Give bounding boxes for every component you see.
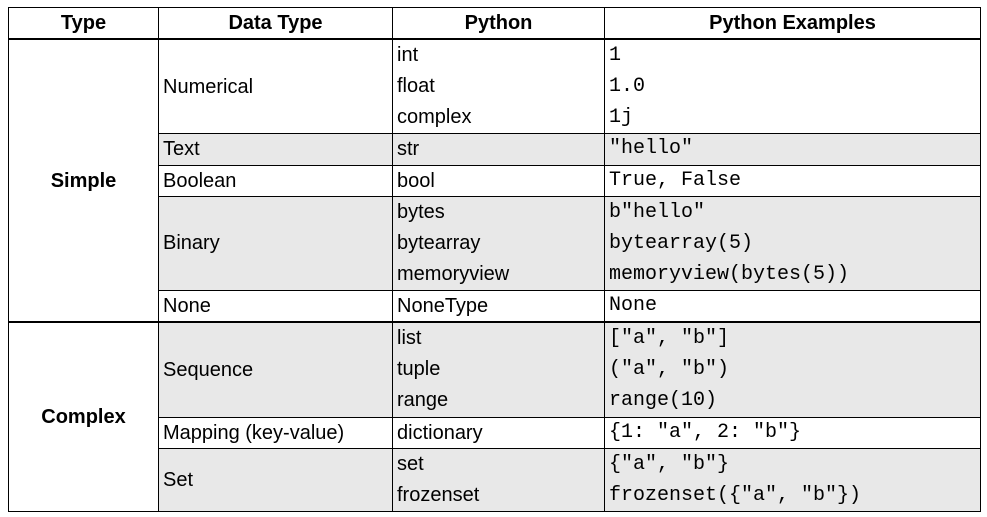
python-type-name: bytearray (397, 231, 481, 254)
python-type-name: tuple (397, 358, 441, 381)
python-type-name: float (397, 75, 435, 97)
table-row: Binary bytes bytearray memoryview b"hell… (9, 195, 981, 292)
data-type-cell: Binary (158, 195, 393, 292)
example-cell: ["a", "b"] ("a", "b") range(10) (604, 321, 981, 418)
data-type-cell: Numerical (158, 38, 393, 135)
table-row: Set set frozenset {"a", "b"} frozenset({… (9, 447, 981, 513)
python-cell: set frozenset (392, 447, 605, 513)
example-cell: {1: "a", 2: "b"} (604, 416, 981, 449)
example-code: frozenset({"a", "b"}) (609, 483, 862, 507)
python-cell: str (392, 133, 605, 166)
header-data-type: Data Type (158, 7, 393, 40)
python-type-name: complex (397, 106, 472, 128)
python-cell: NoneType (392, 290, 605, 323)
python-type-name: set (397, 452, 424, 475)
example-code: b"hello" (609, 200, 706, 224)
python-cell: int float complex (392, 38, 605, 135)
table-row: Boolean bool True, False (9, 164, 981, 197)
table-body: Simple Numerical int float complex 1 1.0… (8, 38, 981, 513)
example-code: range(10) (609, 389, 718, 413)
header-row: Type Data Type Python Python Examples (8, 7, 981, 40)
example-cell: True, False (604, 164, 981, 197)
example-code: memoryview(bytes(5)) (609, 262, 850, 286)
type-cell-complex: Complex (8, 321, 159, 513)
data-type-cell: None (158, 290, 393, 323)
example-code: {"a", "b"} (609, 452, 730, 476)
table-row: Text str "hello" (9, 133, 981, 166)
python-cell: dictionary (392, 416, 605, 449)
example-cell: None (604, 290, 981, 323)
data-type-cell: Set (158, 447, 393, 513)
python-type-name: range (397, 389, 449, 412)
python-type-name: list (397, 327, 422, 350)
example-code: ["a", "b"] (609, 327, 730, 351)
example-code: ("a", "b") (609, 358, 730, 382)
table-row: None NoneType None (9, 290, 981, 323)
data-type-cell: Boolean (158, 164, 393, 197)
header-python-examples: Python Examples (604, 7, 981, 40)
header-python: Python (392, 7, 605, 40)
data-type-cell: Text (158, 133, 393, 166)
type-cell-simple: Simple (8, 38, 159, 323)
example-code: 1j (609, 106, 634, 129)
example-cell: "hello" (604, 133, 981, 166)
python-type-name: int (397, 44, 419, 66)
table-row: Complex Sequence list tuple range ["a", … (8, 321, 981, 513)
example-code: 1 (609, 44, 622, 67)
example-code: bytearray(5) (609, 231, 754, 255)
python-cell: bool (392, 164, 605, 197)
data-type-cell: Mapping (key-value) (158, 416, 393, 449)
python-type-name: frozenset (397, 483, 480, 506)
example-cell: 1 1.0 1j (604, 38, 981, 135)
example-cell: b"hello" bytearray(5) memoryview(bytes(5… (604, 195, 981, 292)
python-type-name: memoryview (397, 262, 510, 285)
header-type: Type (8, 7, 159, 40)
python-type-name: bytes (397, 200, 445, 223)
table-row: Simple Numerical int float complex 1 1.0… (8, 38, 981, 323)
data-type-cell: Sequence (158, 321, 393, 418)
python-cell: bytes bytearray memoryview (392, 195, 605, 292)
example-cell: {"a", "b"} frozenset({"a", "b"}) (604, 447, 981, 513)
python-cell: list tuple range (392, 321, 605, 418)
python-data-types-table: Type Data Type Python Python Examples Si… (8, 7, 981, 513)
example-code: 1.0 (609, 75, 646, 98)
